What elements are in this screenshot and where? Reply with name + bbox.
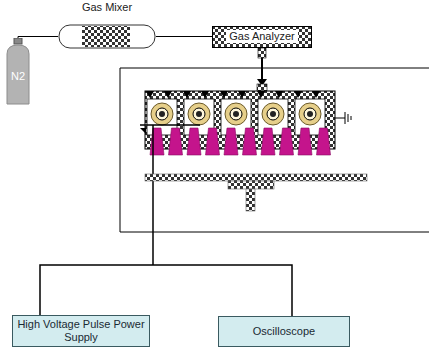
- dielectric-tube: [151, 103, 173, 125]
- cylinder-valve: [14, 38, 22, 44]
- dielectric-tube: [193, 108, 205, 120]
- dielectric-tube: [262, 103, 284, 125]
- power-supply-box: High Voltage Pulse Power Supply: [12, 315, 150, 347]
- inner-electrode: [270, 111, 276, 117]
- edge-tooth: [164, 91, 172, 98]
- dielectric-tube: [267, 108, 279, 120]
- inner-electrode: [196, 111, 202, 117]
- stage-post: [246, 189, 255, 211]
- oscilloscope-box: Oscilloscope: [218, 316, 350, 347]
- electrode-tip: [187, 128, 201, 155]
- gas-inlet: [258, 48, 266, 58]
- chamber-outline: [120, 68, 429, 232]
- edge-tooth: [183, 91, 191, 98]
- electrode-tip: [280, 128, 294, 155]
- dielectric-tube: [225, 103, 247, 125]
- stage-top: [228, 181, 274, 189]
- edge-tooth: [275, 91, 283, 98]
- ground-symbol: [351, 116, 352, 120]
- edge-tooth: [220, 91, 228, 98]
- electrode-tip: [243, 128, 257, 155]
- electrode-tip: [150, 128, 164, 155]
- ground-symbol: [345, 112, 346, 124]
- gas-feed-line: [261, 58, 263, 80]
- dielectric-tube: [188, 103, 210, 125]
- mixer-capsule: [58, 24, 156, 49]
- inner-electrode: [307, 111, 313, 117]
- gas-mixer: Gas Mixer: [58, 1, 156, 49]
- mixer-packing: [82, 26, 130, 47]
- instrument-label: Oscilloscope: [253, 325, 315, 338]
- electrode-tip: [206, 128, 220, 155]
- signal-wire: [40, 265, 292, 316]
- inner-electrode: [233, 111, 239, 117]
- edge-tooth: [238, 91, 246, 98]
- reactor-inlet-port: [257, 84, 267, 91]
- hv-wire: [152, 125, 154, 265]
- dielectric-tube: [299, 103, 321, 125]
- electrode-tip: [317, 128, 331, 155]
- electrode-tip: [298, 128, 312, 155]
- electrode-tip: [261, 128, 275, 155]
- dielectric-tube: [230, 108, 242, 120]
- inner-electrode: [159, 111, 165, 117]
- edge-tooth: [201, 91, 209, 98]
- edge-tooth: [140, 128, 146, 134]
- gas-line: [18, 37, 58, 39]
- analyzer-box: [213, 27, 312, 48]
- mixer-heading: Gas Mixer: [58, 1, 156, 14]
- electrode-tip: [224, 128, 238, 155]
- electrode-tip: [169, 128, 183, 155]
- ground-symbol: [348, 114, 349, 122]
- gas-label: N2: [4, 70, 32, 83]
- dielectric-tube: [304, 108, 316, 120]
- gas-line: [156, 36, 212, 37]
- edge-tooth: [146, 91, 154, 98]
- gas-analyzer-box: Gas Analyzer: [212, 26, 312, 48]
- gas-cylinder: N2: [4, 38, 32, 106]
- analyzer-label: Gas Analyzer: [226, 30, 297, 43]
- edge-tooth: [312, 91, 320, 98]
- substrate-plate: [145, 174, 367, 181]
- ground-wire: [335, 118, 345, 119]
- electrode-bus: [140, 124, 200, 126]
- edge-tooth: [257, 91, 265, 98]
- capsule-shell: [59, 25, 155, 48]
- edge-tooth: [294, 91, 302, 98]
- instrument-label: High Voltage Pulse Power Supply: [17, 318, 145, 344]
- dielectric-tube: [156, 108, 168, 120]
